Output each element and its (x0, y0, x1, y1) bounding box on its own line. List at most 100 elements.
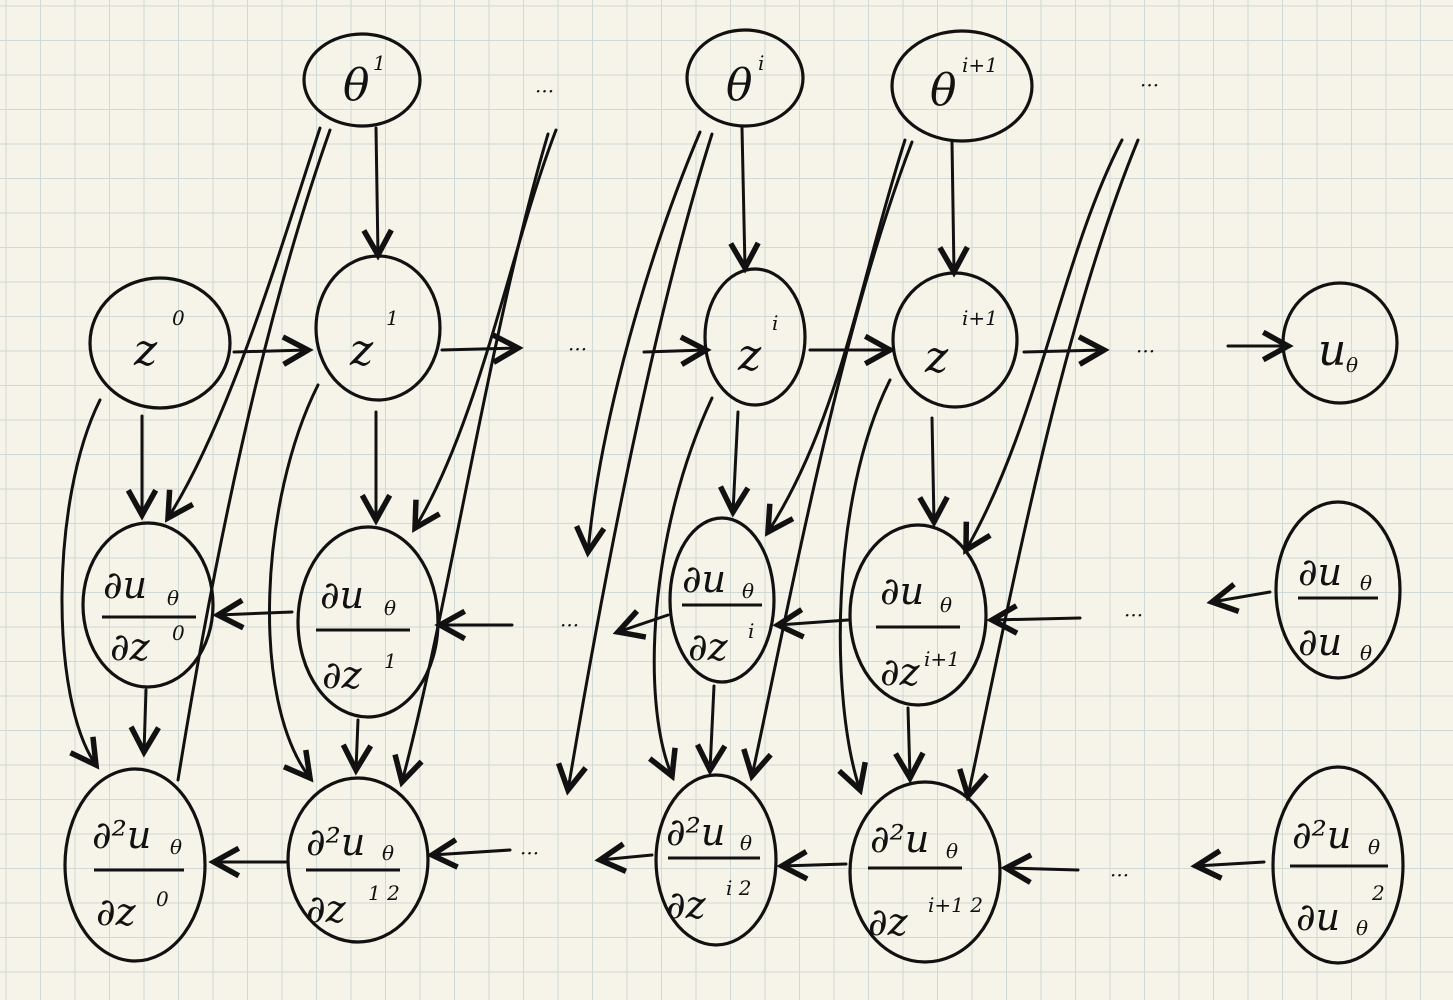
svg-text:∂²u: ∂²u (666, 810, 725, 854)
edge-z0-z1 (232, 350, 308, 352)
node-theta-i-plus-1: θ i+1 (890, 29, 1034, 143)
graph-edges (60, 126, 1288, 870)
edge-thetai1-d2zi (752, 140, 914, 776)
ellipsis-d2-middle: ··· (520, 841, 539, 865)
edge-z0-d2z0 (60, 398, 102, 765)
node-du-dzi: ∂u θ ∂z i (668, 516, 776, 684)
edge-d1u-dots (1212, 592, 1272, 602)
svg-text:∂u: ∂u (320, 573, 364, 617)
svg-text:1: 1 (384, 649, 397, 673)
svg-text:z: z (349, 325, 374, 376)
node-z-0: z 0 (88, 276, 232, 410)
node-z-i-plus-1: z i+1 (891, 271, 1019, 409)
edge-d1z1-d1z0 (218, 612, 294, 615)
edge-dots-d1z1 (415, 128, 558, 528)
ellipsis-d1-middle: ··· (560, 613, 579, 637)
svg-text:θ: θ (742, 579, 754, 603)
svg-text:θ: θ (740, 831, 752, 855)
svg-text:θ: θ (930, 65, 957, 116)
ellipsis-theta-right: ··· (1140, 73, 1159, 97)
edge-zi-d2zi (654, 396, 714, 776)
svg-text:∂u: ∂u (1298, 550, 1342, 594)
svg-text:∂z: ∂z (880, 650, 921, 694)
edge-dots-d1zi1 (992, 618, 1082, 620)
svg-text:i+1: i+1 (924, 647, 960, 671)
edge-dots-d2zi1 (968, 138, 1140, 796)
svg-text:∂z: ∂z (666, 883, 707, 927)
svg-text:θ: θ (382, 841, 394, 865)
svg-text:∂²u: ∂²u (1292, 813, 1351, 857)
ellipsis-d2-right: ··· (1110, 863, 1129, 887)
edge-d1z1-d2z1 (356, 718, 358, 770)
edge-dots-zi (642, 350, 706, 352)
svg-text:1 2: 1 2 (368, 881, 400, 905)
svg-text:z: z (924, 332, 949, 383)
edge-theta1-z1 (376, 126, 378, 255)
svg-text:u: u (1318, 325, 1346, 376)
edge-d2zi1-d2zi (782, 864, 848, 866)
edge-zi-d1zi (733, 410, 738, 512)
node-d2u-du2: ∂²u θ ∂u θ 2 (1271, 765, 1405, 965)
node-theta-i: θ i (685, 28, 805, 128)
svg-text:θ: θ (940, 593, 952, 617)
node-du-dz1: ∂u θ ∂z 1 (296, 525, 440, 719)
svg-text:i+1: i+1 (962, 53, 998, 77)
svg-text:i: i (758, 51, 764, 75)
svg-text:1: 1 (386, 306, 399, 330)
node-d2u-dzi-2: ∂²u θ ∂z i 2 (654, 773, 778, 947)
svg-text:z: z (133, 325, 158, 376)
edge-thetai-zi (742, 126, 745, 268)
svg-text:θ: θ (1356, 916, 1368, 940)
edge-zi1-d2zi1 (840, 378, 892, 790)
node-du-du: ∂u θ ∂u θ (1274, 500, 1402, 680)
edge-thetai1-zi1 (952, 140, 954, 272)
svg-text:i: i (772, 311, 778, 335)
svg-text:∂z: ∂z (306, 887, 347, 931)
svg-text:θ: θ (343, 60, 370, 111)
svg-text:∂u: ∂u (1296, 895, 1340, 939)
svg-text:∂z: ∂z (868, 900, 909, 944)
edge-d1zi1-d2zi1 (908, 706, 910, 778)
svg-text:z: z (737, 330, 762, 381)
svg-text:1: 1 (373, 51, 386, 75)
node-d2u-dz0: ∂²u θ ∂z 0 (63, 767, 207, 963)
svg-text:θ: θ (167, 586, 179, 610)
node-d2u-dzi-plus-1-2: ∂²u θ ∂z i+1 2 (848, 780, 1002, 964)
svg-text:0: 0 (156, 887, 169, 911)
edge-d1z0-d2z0 (144, 688, 146, 752)
edge-zi1-d1zi1 (932, 416, 934, 522)
node-du-dzi-plus-1: ∂u θ ∂z i+1 (848, 523, 988, 707)
svg-text:0: 0 (172, 621, 185, 645)
svg-text:∂u: ∂u (1298, 620, 1342, 664)
edge-d2u-dots (1196, 862, 1266, 866)
svg-text:i: i (748, 619, 754, 643)
ellipsis-z-middle: ··· (568, 337, 587, 361)
svg-text:∂u: ∂u (103, 563, 147, 607)
edge-d1zi-d2zi (710, 684, 714, 770)
svg-text:∂u: ∂u (880, 569, 924, 613)
edge-dots-d2z1 (432, 850, 512, 855)
edge-thetai-left-d1 (588, 130, 702, 552)
edge-dots-d2zi1 (1006, 868, 1080, 870)
svg-text:θ: θ (1368, 835, 1380, 859)
svg-text:∂²u: ∂²u (92, 813, 151, 857)
svg-text:θ: θ (1360, 641, 1372, 665)
svg-text:i+1 2: i+1 2 (928, 893, 983, 917)
edge-d1zi1-d1zi (778, 620, 850, 625)
edge-d2zi-dots (600, 855, 654, 860)
edge-z1-dots (440, 348, 518, 350)
edge-theta1-d1z0 (168, 126, 322, 518)
svg-text:θ: θ (1360, 571, 1372, 595)
edge-dots-d1zi1 (966, 138, 1124, 550)
svg-text:∂z: ∂z (688, 625, 729, 669)
node-theta-1: θ 1 (302, 32, 422, 128)
edge-dots-d2z1 (402, 132, 550, 782)
ellipsis-marks: ··· ··· ··· ··· ··· ··· ··· ··· (520, 73, 1159, 887)
svg-text:∂u: ∂u (682, 557, 726, 601)
edge-theta1-d2z0 (176, 128, 332, 782)
svg-text:2: 2 (1371, 881, 1385, 905)
node-z-1: z 1 (314, 254, 442, 402)
